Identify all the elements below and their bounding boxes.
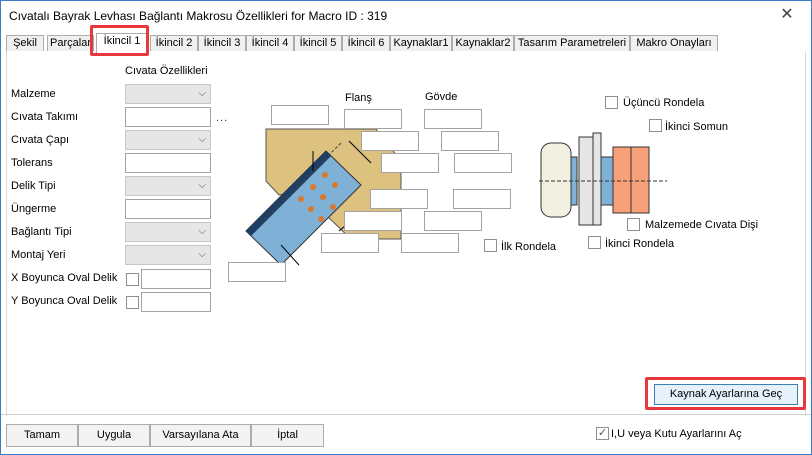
- web-field-3[interactable]: [454, 153, 512, 173]
- extension-label: Üngerme: [11, 203, 57, 215]
- second-nut-checkbox[interactable]: [649, 119, 662, 132]
- chevron-down-icon: ⌵: [198, 134, 206, 145]
- tab-ikincil-1[interactable]: İkincil 1: [96, 33, 148, 53]
- web-field-6[interactable]: [401, 233, 459, 253]
- beam-member: [245, 150, 362, 266]
- flange-field-4[interactable]: [370, 189, 428, 209]
- first-washer-label: İlk Rondela: [501, 241, 557, 253]
- dimension-line: [280, 244, 300, 266]
- hole-type-label: Delik Tipi: [11, 180, 56, 192]
- tab-sekil[interactable]: Şekil: [6, 35, 44, 52]
- open-settings-label: I,U veya Kutu Ayarlarını Aç: [611, 428, 742, 440]
- tab-strip: Şekil Parçalar İkincil 1 İkincil 2 İkinc…: [6, 33, 806, 53]
- ok-button[interactable]: Tamam: [6, 424, 78, 447]
- nut-2: [630, 146, 650, 214]
- tab-ikincil-2[interactable]: İkincil 2: [150, 35, 198, 52]
- web-field-5[interactable]: [424, 211, 482, 231]
- bolt-diameter-combo[interactable]: ⌵: [125, 130, 211, 150]
- flange-field-2[interactable]: [361, 131, 419, 151]
- chevron-down-icon: ⌵: [198, 226, 206, 237]
- material-combo[interactable]: ⌵: [125, 84, 211, 104]
- footer-divider: [1, 414, 811, 415]
- assembly-site-label: Montaj Yeri: [11, 249, 66, 261]
- material-label: Malzeme: [11, 88, 56, 100]
- connection-type-combo[interactable]: ⌵: [125, 222, 211, 242]
- bolt-set-field[interactable]: [125, 107, 211, 127]
- slot-y-label: Y Boyunca Oval Delik: [11, 295, 118, 307]
- web-field-4[interactable]: [453, 189, 511, 209]
- bolt-assembly-diagram: [539, 132, 667, 226]
- slot-x-field[interactable]: [141, 269, 211, 289]
- apply-button[interactable]: Uygula: [78, 424, 150, 447]
- chevron-down-icon: ⌵: [198, 88, 206, 99]
- bolt-head: [540, 142, 572, 218]
- slot-x-label: X Boyunca Oval Delik: [11, 272, 118, 284]
- plate-2: [592, 132, 602, 226]
- slot-x-checkbox[interactable]: [126, 273, 139, 286]
- close-icon[interactable]: ✕: [780, 6, 794, 23]
- diagram-field-1[interactable]: [271, 105, 329, 125]
- flange-label: Flanş: [345, 92, 372, 104]
- open-settings-checkbox[interactable]: ✓: [596, 427, 609, 440]
- tolerance-field[interactable]: [125, 153, 211, 173]
- web-label: Gövde: [425, 91, 458, 103]
- tab-kaynaklar1[interactable]: Kaynaklar1: [390, 35, 452, 52]
- third-washer-checkbox[interactable]: [605, 96, 618, 109]
- second-washer-label: İkinci Rondela: [605, 238, 675, 250]
- tab-ikincil-3[interactable]: İkincil 3: [198, 35, 246, 52]
- hole-type-combo[interactable]: ⌵: [125, 176, 211, 196]
- slot-y-checkbox[interactable]: [126, 296, 139, 309]
- tab-parcalar[interactable]: Parçalar: [47, 35, 94, 52]
- connection-type-label: Bağlantı Tipi: [11, 226, 72, 238]
- bolt-diameter-label: Cıvata Çapı: [11, 134, 70, 146]
- second-nut-label: İkinci Somun: [665, 121, 728, 133]
- bolt-set-label: Cıvata Takımı: [11, 111, 79, 123]
- bolt-properties-title: Cıvata Özellikleri: [125, 65, 208, 77]
- set-defaults-button[interactable]: Varsayılana Ata: [150, 424, 251, 447]
- title-bar: Cıvatalı Bayrak Levhası Bağlantı Makrosu…: [1, 1, 811, 31]
- flange-field-6[interactable]: [321, 233, 379, 253]
- bolt-group: [298, 172, 338, 222]
- bolt-set-browse[interactable]: ...: [216, 112, 229, 124]
- third-washer-label: Üçüncü Rondela: [623, 97, 705, 109]
- tab-tasarim-parametreleri[interactable]: Tasarım Parametreleri: [514, 35, 630, 52]
- diagram-field-bottom[interactable]: [228, 262, 286, 282]
- tab-ikincil-4[interactable]: İkincil 4: [246, 35, 294, 52]
- beam-flange: [246, 151, 331, 236]
- tab-makro-onaylari[interactable]: Makro Onayları: [630, 35, 718, 52]
- thread-in-material-checkbox[interactable]: [627, 218, 640, 231]
- slot-y-field[interactable]: [141, 292, 211, 312]
- go-to-weld-settings-button[interactable]: Kaynak Ayarlarına Geç: [654, 384, 798, 405]
- second-washer-checkbox[interactable]: [588, 236, 601, 249]
- tab-kaynaklar2[interactable]: Kaynaklar2: [452, 35, 514, 52]
- tab-ikincil-5[interactable]: İkincil 5: [294, 35, 342, 52]
- chevron-down-icon: ⌵: [198, 180, 206, 191]
- nut-1: [612, 146, 632, 214]
- window-title: Cıvatalı Bayrak Levhası Bağlantı Makrosu…: [9, 9, 388, 23]
- flange-field-5[interactable]: [344, 211, 402, 231]
- thread-in-material-label: Malzemede Cıvata Dişi: [645, 219, 759, 231]
- dimension-line: [348, 140, 372, 164]
- cancel-button[interactable]: İptal: [251, 424, 324, 447]
- chevron-down-icon: ⌵: [198, 249, 206, 260]
- flange-field-1[interactable]: [344, 109, 402, 129]
- web-field-2[interactable]: [441, 131, 499, 151]
- first-washer-checkbox[interactable]: [484, 239, 497, 252]
- tab-ikincil-6[interactable]: İkincil 6: [342, 35, 390, 52]
- flange-field-3[interactable]: [381, 153, 439, 173]
- web-field-1[interactable]: [424, 109, 482, 129]
- tolerance-label: Tolerans: [11, 157, 53, 169]
- extension-field[interactable]: [125, 199, 211, 219]
- assembly-site-combo[interactable]: ⌵: [125, 245, 211, 265]
- dimension-line: [260, 142, 342, 224]
